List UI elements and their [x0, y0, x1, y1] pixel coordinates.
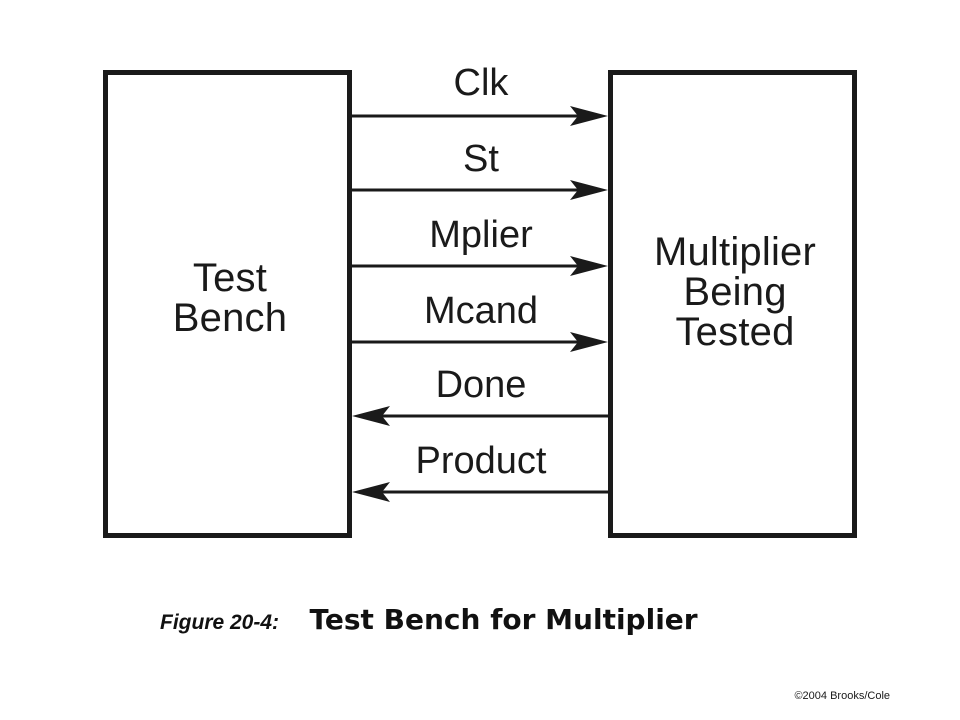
figure-title: Test Bench for Multiplier [309, 603, 698, 636]
signal-label-st: St [463, 138, 499, 180]
test-bench-line-1: Test [192, 256, 268, 300]
copyright-notice: ©2004 Brooks/Cole [794, 690, 890, 702]
signal-label-mplier: Mplier [429, 214, 533, 256]
clk-arrowhead [570, 106, 608, 126]
signal-label-clk: Clk [453, 62, 509, 104]
done-arrowhead [352, 406, 390, 426]
test-bench-label: Test Bench [105, 258, 355, 338]
mplier-arrowhead [570, 256, 608, 276]
multiplier-label: Multiplier Being Tested [610, 232, 860, 352]
product-arrowhead [352, 482, 390, 502]
mcand-arrowhead [570, 332, 608, 352]
multiplier-box [608, 70, 857, 538]
test-bench-line-2: Bench [172, 296, 288, 340]
signal-label-done: Done [435, 364, 527, 406]
multiplier-line-3: Tested [675, 310, 795, 354]
block-diagram: Test Bench Multiplier Being Tested Clk S… [103, 62, 860, 538]
signal-label-product: Product [415, 440, 547, 482]
multiplier-line-2: Being [683, 270, 787, 314]
signal-label-mcand: Mcand [423, 290, 539, 332]
diagram-canvas [103, 70, 857, 538]
test-bench-box [103, 70, 352, 538]
figure-number: Figure 20-4: [160, 611, 280, 634]
figure-caption: Figure 20-4: Test Bench for Multiplier [160, 603, 698, 636]
st-arrowhead [570, 180, 608, 200]
multiplier-line-1: Multiplier [653, 230, 817, 274]
